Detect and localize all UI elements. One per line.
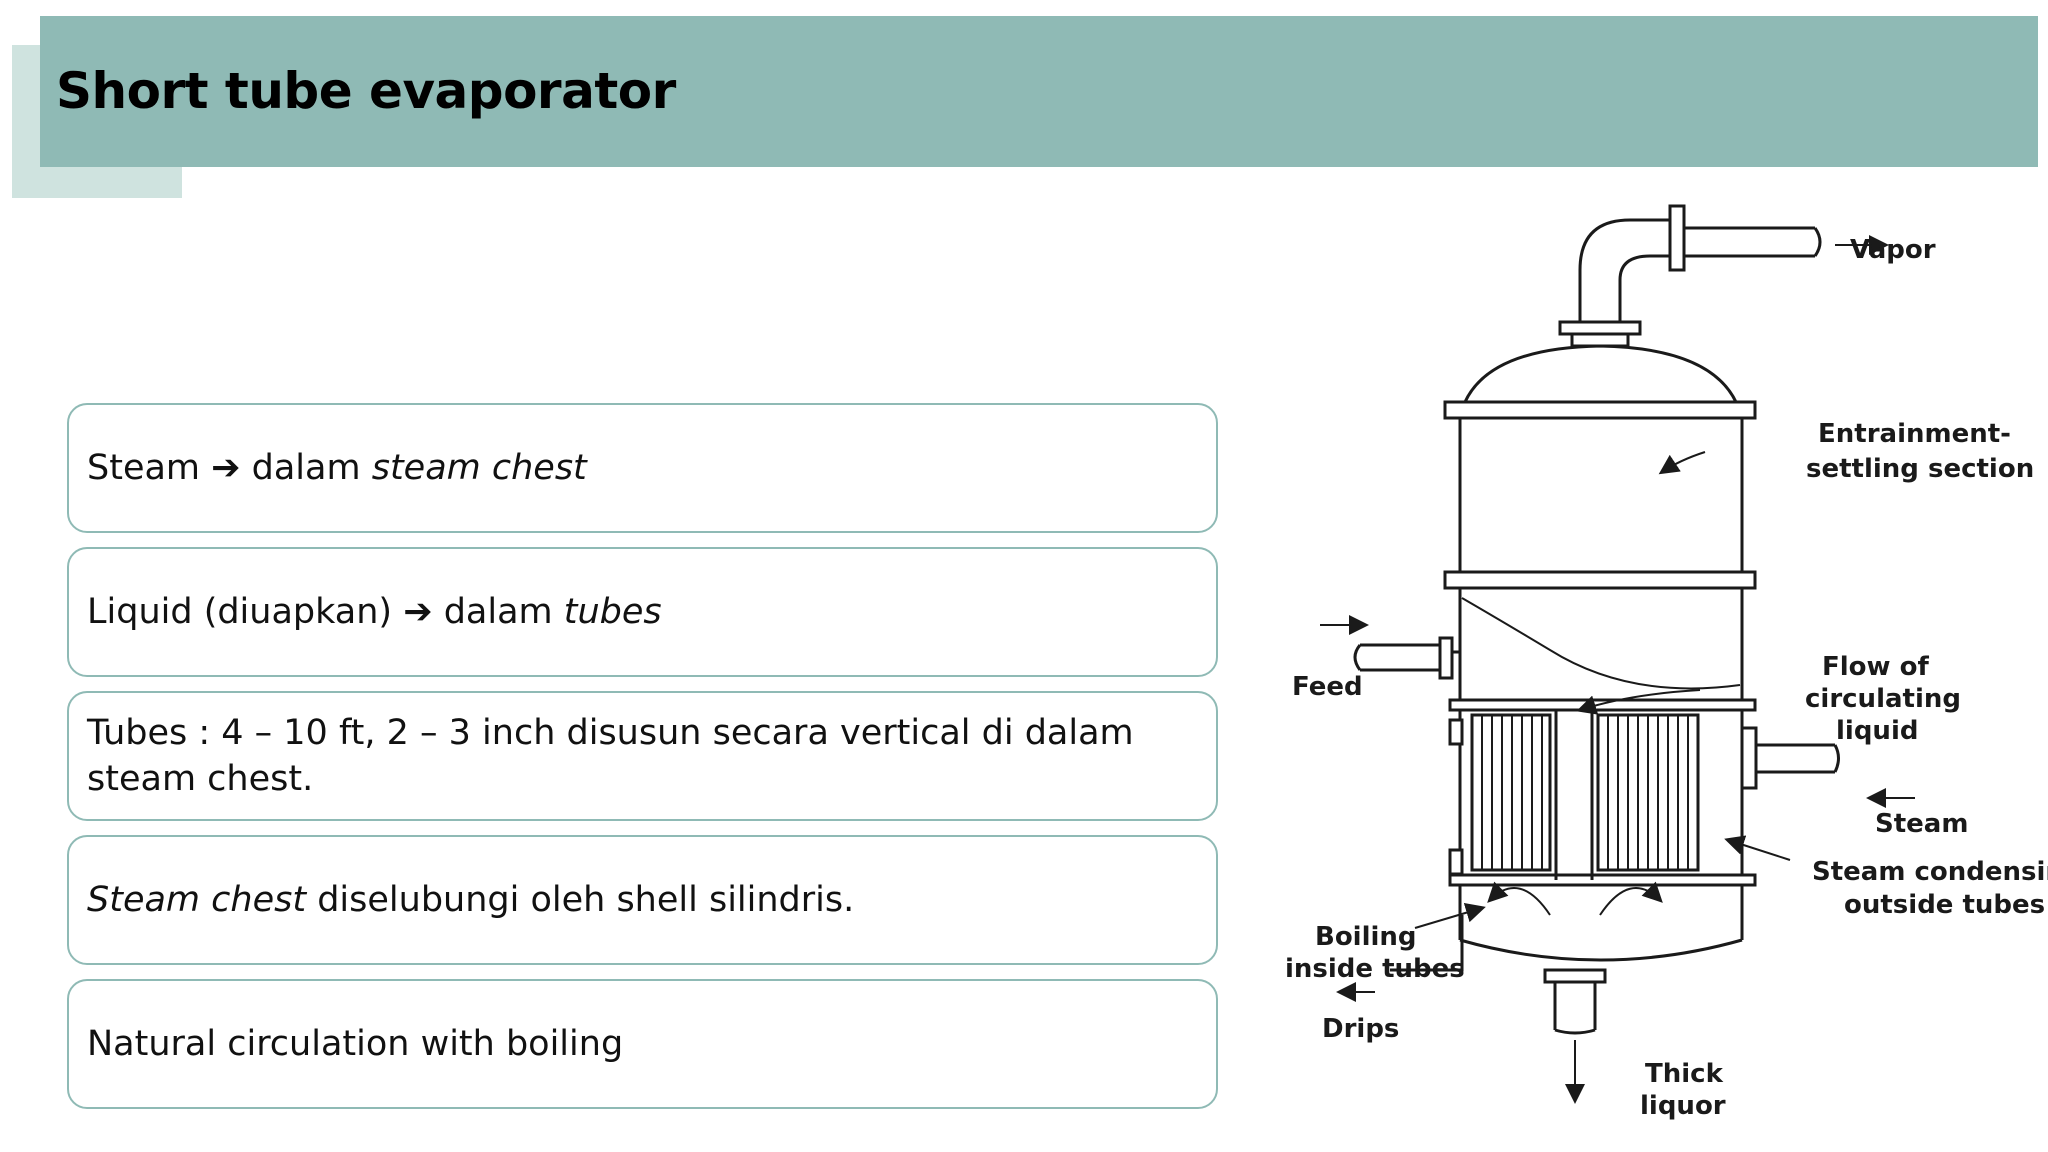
vapor-flange [1668, 204, 1686, 272]
bullet-text-4: Steam chest diselubungi oleh shell silin… [87, 880, 855, 920]
arrow-right-icon: ➔ [403, 592, 433, 632]
bullet-text-2: Liquid (diuapkan) ➔ dalam tubes [87, 592, 662, 632]
drips-pipe [1390, 915, 1464, 972]
entrainment-shell [1458, 418, 1744, 572]
liquid-surface [1461, 597, 1741, 690]
label-condensing-2: outside tubes [1844, 890, 2045, 920]
evaporator-drawing: Vapor Entrainment- settling section Flow… [1285, 204, 2048, 1121]
label-steam: Steam [1875, 809, 1968, 839]
bullet-box-1: Steam ➔ dalam steam chest [67, 403, 1218, 533]
bottom-head [1459, 938, 1743, 962]
upper-tube-sheet [1448, 698, 1757, 712]
dome-head [1463, 344, 1738, 403]
steam-flange [1740, 726, 1758, 790]
circulation-arrow-right [1599, 881, 1663, 916]
bullet-box-2: Liquid (diuapkan) ➔ dalam tubes [67, 547, 1218, 677]
flow-arrow-icon [1576, 689, 1701, 715]
middle-flange [1443, 570, 1757, 590]
bullet-text-1: Steam ➔ dalam steam chest [87, 448, 587, 488]
bullet-text-3: Tubes : 4 – 10 ft, 2 – 3 inch disusun se… [87, 713, 1134, 799]
bullet-list: Steam ➔ dalam steam chest Liquid (diuapk… [67, 403, 1218, 1123]
label-condensing-1: Steam condensing [1812, 857, 2048, 887]
label-thick-1: Thick [1645, 1059, 1724, 1089]
label-vapor: Vapor [1850, 235, 1936, 265]
label-thick-2: liquor [1640, 1091, 1726, 1121]
circulation-arrow-left [1487, 881, 1551, 916]
upper-flange [1443, 400, 1757, 420]
label-flow-1: Flow of [1822, 652, 1929, 682]
thick-liquor-outlet [1553, 982, 1597, 1030]
label-entrainment-1: Entrainment- [1818, 419, 2011, 449]
bullet-text-5: Natural circulation with boiling [87, 1024, 624, 1064]
bullet-box-5: Natural circulation with boiling [67, 979, 1218, 1109]
top-flange [1558, 320, 1642, 336]
feed-pipe [1360, 643, 1440, 672]
evaporator-diagram: Vapor Entrainment- settling section Flow… [1250, 180, 2048, 1140]
lower-tube-sheet [1448, 873, 1757, 887]
vapor-elbow-pipe [1578, 218, 1670, 322]
label-boiling-2: inside tubes [1285, 954, 1465, 984]
label-entrainment-2: settling section [1806, 454, 2034, 484]
label-flow-3: liquid [1836, 716, 1918, 746]
entrainment-arrow-icon [1658, 451, 1706, 475]
bullet-box-4: Steam chest diselubungi oleh shell silin… [67, 835, 1218, 965]
label-flow-2: circulating [1805, 684, 1961, 714]
label-boiling-1: Boiling [1315, 922, 1417, 952]
arrow-right-icon: ➔ [211, 448, 241, 488]
bullet-box-3: Tubes : 4 – 10 ft, 2 – 3 inch disusun se… [67, 691, 1218, 821]
condensing-arrow-icon [1724, 835, 1791, 861]
title-bar [40, 16, 2038, 167]
vapor-pipe [1684, 226, 1815, 258]
label-feed: Feed [1292, 672, 1363, 702]
steam-pipe [1756, 743, 1835, 774]
boiling-arrow-icon [1414, 902, 1486, 929]
central-downcomer [1554, 710, 1594, 880]
label-drips: Drips [1322, 1014, 1399, 1044]
slide-title: Short tube evaporator [56, 62, 676, 120]
